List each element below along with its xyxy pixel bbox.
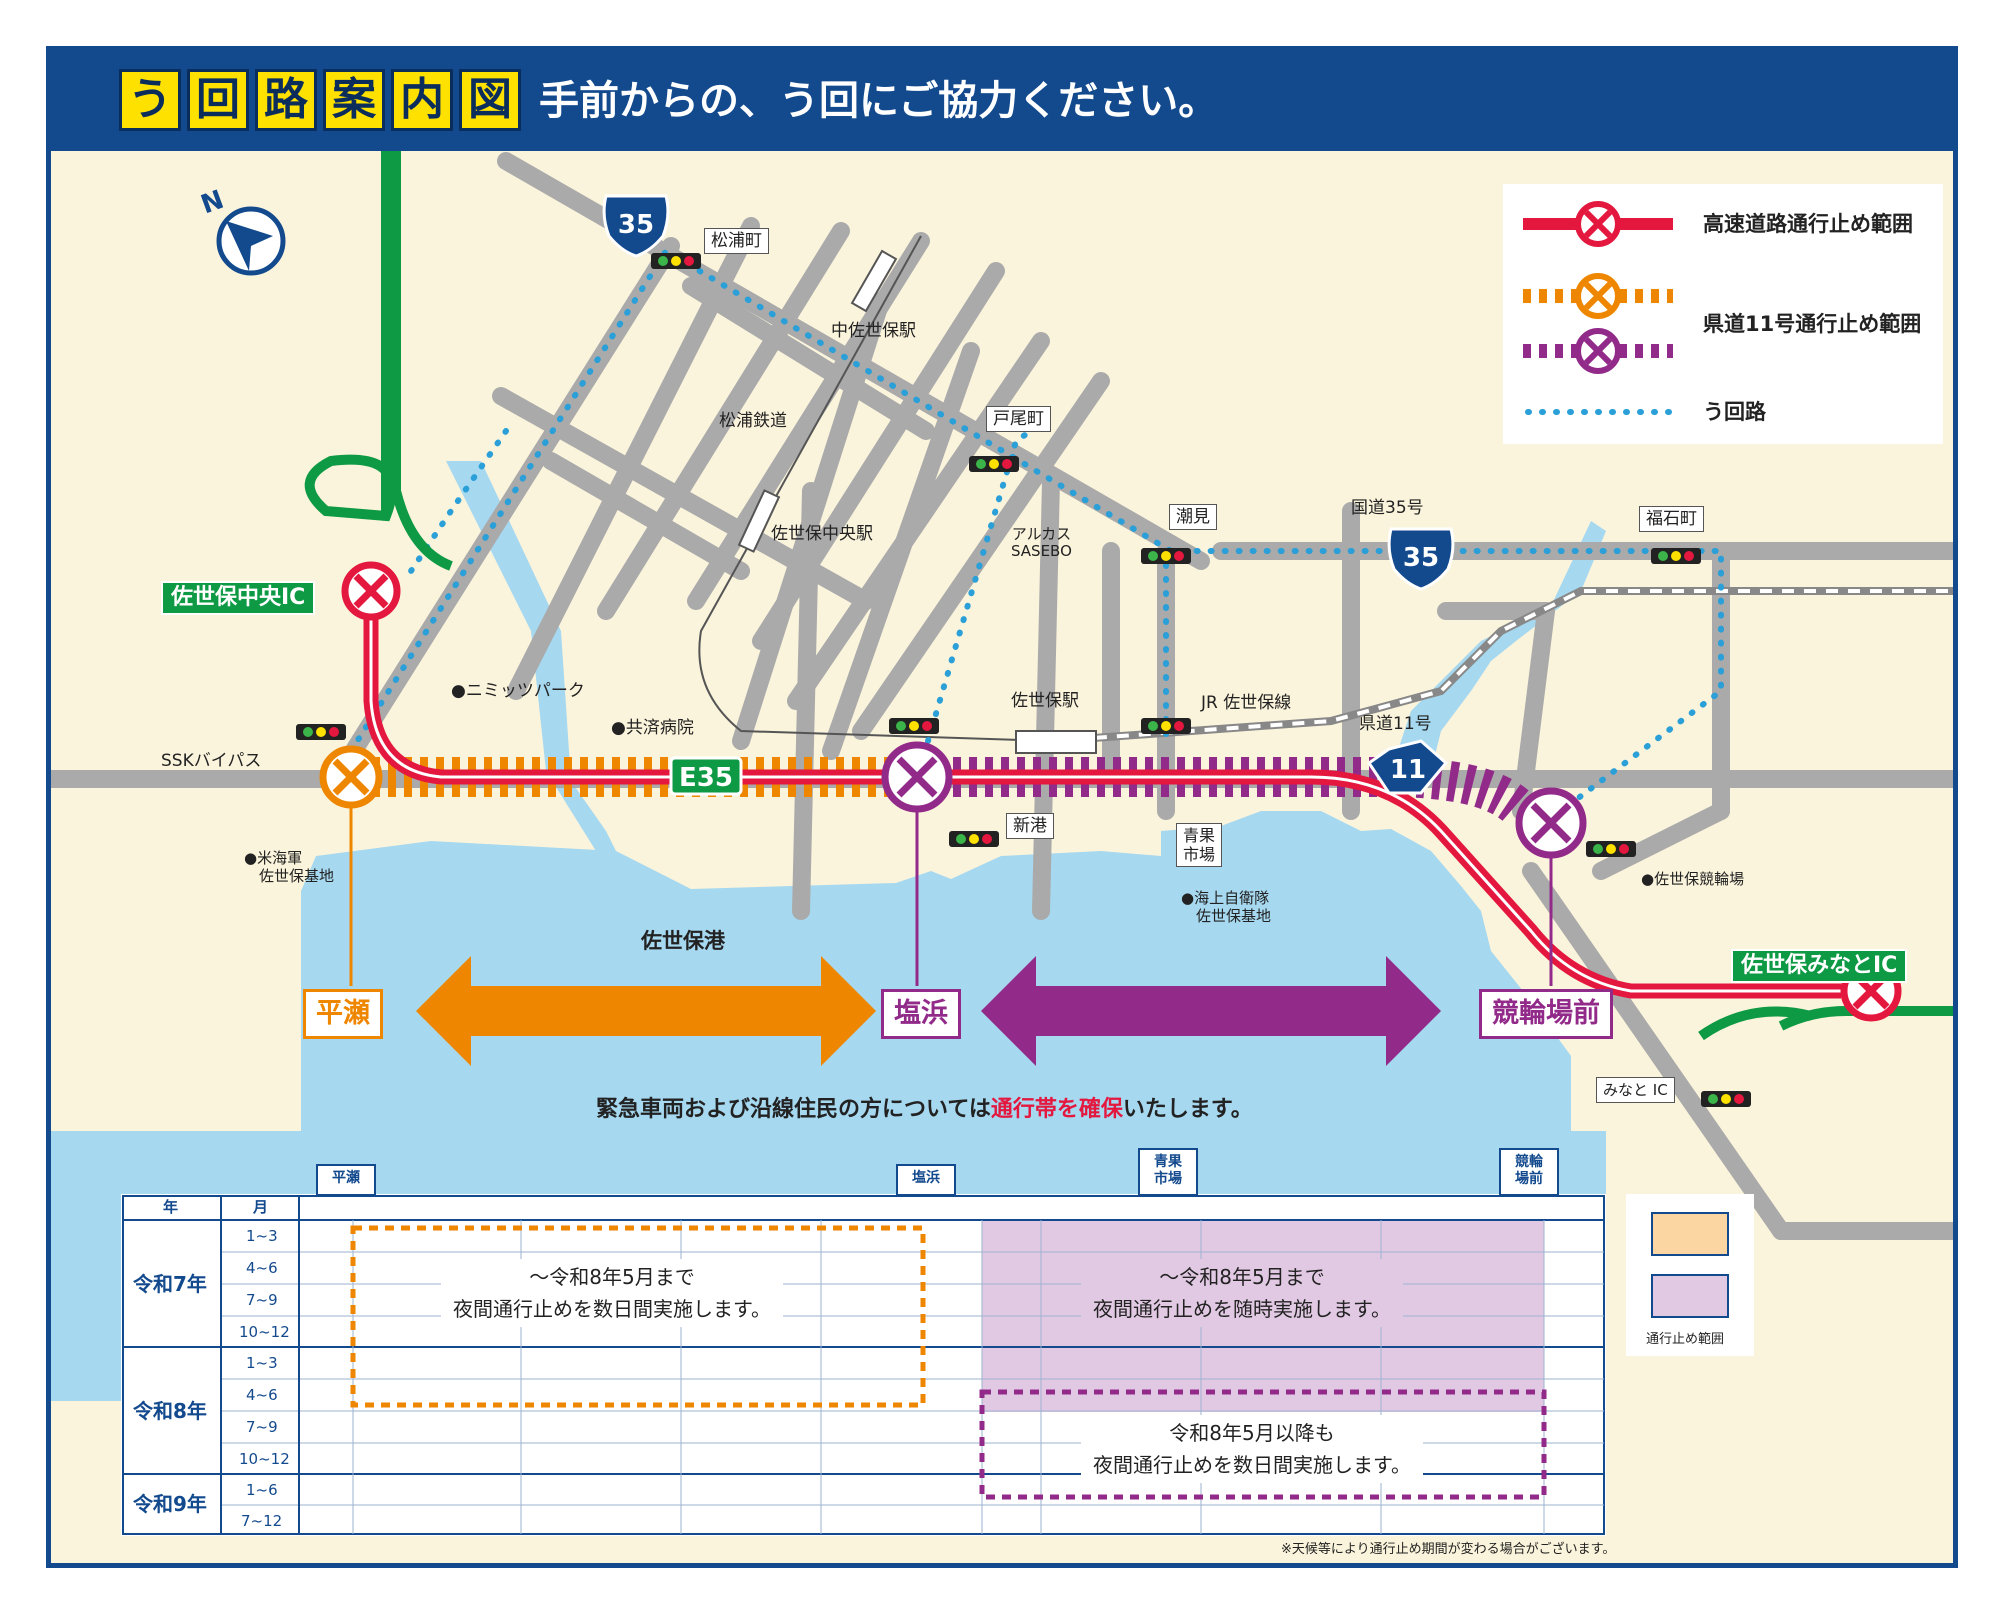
hirase-shiohama-arrow: [416, 956, 876, 1066]
map-frame: N: [46, 46, 1958, 1568]
title-char-6: 図: [459, 69, 521, 131]
closure-marker-shiohama: [881, 741, 953, 813]
label-sasebo-port: 佐世保港: [641, 929, 725, 953]
label-sasebo-chuo-station: 佐世保中央駅: [771, 524, 873, 544]
label-kyosai-hospital: ●共済病院: [611, 718, 694, 738]
schedule-table: 年 月 令和7年 令和8年 令和9年 1~3 4~6 7~9 10~12 1~3…: [121, 1194, 1606, 1536]
label-seika-ichiba: 青果 市場: [1176, 823, 1223, 867]
label-minato-ic: みなと IC: [1596, 1077, 1675, 1103]
pref-11-label: 11: [1390, 755, 1426, 785]
title-char-5: 内: [391, 69, 453, 131]
section-keirinjo-mae: 競輪場前: [1479, 989, 1613, 1039]
label-sasebo-chuo-ic: 佐世保中央IC: [161, 581, 316, 615]
matsuura-railway-line: [698, 235, 1052, 742]
label-pref-route-11: 県道11号: [1359, 714, 1432, 734]
label-national-route-35: 国道35号: [1351, 498, 1424, 518]
month-r7-3: 7~9: [246, 1291, 278, 1309]
title-char-3: 路: [255, 69, 317, 131]
notice-before: 緊急車両および沿線住民の方については: [596, 1097, 991, 1122]
closure-band-purple: [921, 757, 1536, 826]
note-purple-lower: 令和8年5月以降も 夜間通行止めを数日間実施します。: [1081, 1415, 1423, 1483]
month-r7-2: 4~6: [246, 1259, 278, 1277]
label-ssk-bypass: SSKバイパス: [161, 751, 262, 771]
schedule-key: 通行止め範囲: [1626, 1194, 1754, 1356]
sasebo-station-mark: [1015, 730, 1097, 754]
route-35-shield-top: 35: [602, 194, 670, 258]
title-char-1: う: [119, 69, 181, 131]
label-us-navy: ●米海軍 佐世保基地: [244, 849, 335, 885]
month-r8-3: 7~9: [246, 1418, 278, 1436]
legend-expressway-label: 高速道路通行止め範囲: [1703, 212, 1913, 236]
column-shiohama: 塩浜: [896, 1164, 956, 1196]
schedule-grid: [122, 1195, 1605, 1535]
legend-pref11-label: 県道11号通行止め範囲: [1703, 312, 1922, 336]
note-purple-upper: ～令和8年5月まで 夜間通行止めを随時実施します。: [1081, 1259, 1403, 1327]
expressway-center: [369, 591, 1841, 993]
column-seika: 青果 市場: [1138, 1148, 1198, 1196]
month-r8-1: 1~3: [246, 1354, 278, 1372]
month-r9-1: 1~6: [246, 1481, 278, 1499]
key-swatch-purple: [1651, 1274, 1729, 1318]
year-r9: 令和9年: [133, 1492, 207, 1516]
closure-marker-chuo-ic: [341, 561, 401, 621]
legend-detour-label: う回路: [1703, 400, 1766, 424]
label-naka-sasebo-station: 中佐世保駅: [831, 321, 916, 341]
label-shinminato: 新港: [1006, 813, 1054, 839]
note-orange: ～令和8年5月まで 夜間通行止めを数日間実施します。: [441, 1259, 783, 1327]
pref-11-shield: 11: [1366, 739, 1449, 795]
label-jr-sasebo-line: JR 佐世保線: [1201, 693, 1292, 713]
legend-symbols: [1523, 201, 1676, 415]
closure-marker-hirase: [319, 745, 383, 809]
month-r7-1: 1~3: [246, 1227, 278, 1245]
route-35-right-label: 35: [1403, 543, 1439, 573]
label-sasebo-station: 佐世保駅: [1011, 691, 1079, 711]
notice: 緊急車両および沿線住民の方については通行帯を確保いたします。: [596, 1096, 1253, 1124]
footnote: ※天候等により通行止め期間が変わる場合がございます。: [1281, 1542, 1616, 1557]
label-fukuishicho: 福石町: [1639, 506, 1704, 532]
month-r9-2: 7~12: [241, 1512, 283, 1530]
shiohama-keirin-arrow: [981, 956, 1441, 1066]
label-sasebo-minato-ic: 佐世保みなとIC: [1731, 949, 1908, 983]
key-swatch-orange: [1651, 1212, 1729, 1256]
header-subtitle: 手前からの、う回にご協力ください。: [539, 78, 1219, 124]
header-month: 月: [253, 1198, 269, 1216]
route-35-top-label: 35: [618, 210, 654, 240]
e35-label: E35: [679, 763, 733, 793]
month-r7-4: 10~12: [239, 1323, 290, 1341]
route-35-shield-right: 35: [1387, 527, 1455, 591]
label-keirinjo: ●佐世保競輪場: [1641, 870, 1745, 888]
notice-emphasis: 通行帯を確保: [990, 1097, 1123, 1122]
naka-sasebo-station-mark: [850, 249, 898, 313]
jr-line: [1050, 587, 1953, 745]
header-year: 年: [163, 1198, 179, 1216]
svg-text:N: N: [197, 185, 228, 221]
header-bar: う 回 路 案 内 図 手前からの、う回にご協力ください。: [51, 51, 1953, 151]
e35-sign: E35: [669, 756, 743, 796]
title-char-4: 案: [323, 69, 385, 131]
label-arkas-sasebo: アルカス SASEBO: [1011, 525, 1072, 560]
label-nimitz-park: ●ニミッツパーク: [451, 681, 585, 701]
notice-after: いたします。: [1122, 1097, 1253, 1122]
interchange-roads: [304, 151, 1953, 1041]
column-keirin: 競輪 場前: [1499, 1148, 1559, 1196]
label-tobicho: 戸尾町: [986, 406, 1051, 432]
month-r8-2: 4~6: [246, 1386, 278, 1404]
sasebo-chuo-station-mark: [737, 489, 781, 553]
column-hirase: 平瀬: [316, 1164, 376, 1196]
month-r8-4: 10~12: [239, 1450, 290, 1468]
key-label: 通行止め範囲: [1646, 1332, 1725, 1347]
traffic-signals: [296, 253, 1751, 1107]
section-hirase: 平瀬: [303, 989, 383, 1039]
section-shiohama: 塩浜: [881, 989, 961, 1039]
legend: 高速道路通行止め範囲 県道11号通行止め範囲 う回路: [1503, 184, 1943, 444]
label-shiomi: 潮見: [1169, 504, 1217, 530]
closure-marker-keirin: [1515, 787, 1587, 859]
north-arrow-icon: [226, 221, 273, 271]
label-matsuuracho: 松浦町: [704, 228, 769, 254]
label-matsuura-railway: 松浦鉄道: [719, 411, 787, 431]
label-jmsdf: ●海上自衛隊 佐世保基地: [1181, 889, 1272, 925]
title-char-2: 回: [187, 69, 249, 131]
year-r7: 令和7年: [133, 1272, 207, 1296]
year-r8: 令和8年: [133, 1399, 207, 1423]
